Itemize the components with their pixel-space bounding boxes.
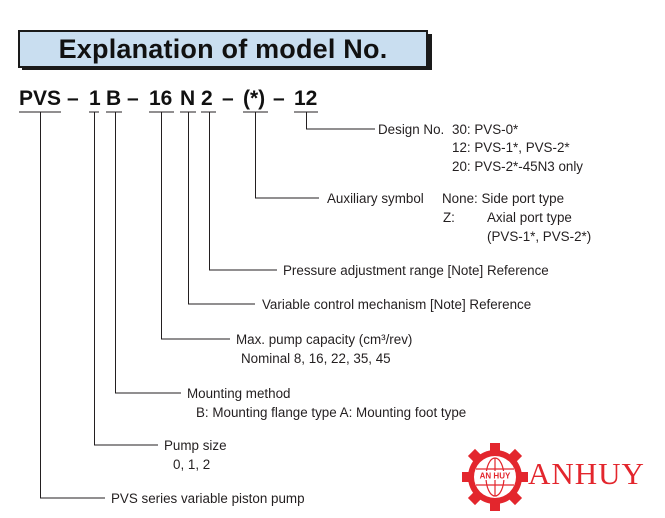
- label-aux-z-models: (PVS-1*, PVS-2*): [487, 229, 592, 244]
- label-series: PVS series variable piston pump: [111, 491, 305, 506]
- label-aux-none: None: Side port type: [442, 191, 565, 206]
- code-design: 12: [294, 87, 318, 110]
- label-pressure-range: Pressure adjustment range [Note] Referen…: [283, 263, 549, 278]
- label-pump-size-values: 0, 1, 2: [173, 457, 211, 472]
- label-mounting-options: B: Mounting flange type A: Mounting foot…: [196, 405, 467, 420]
- code-dash: –: [127, 87, 139, 110]
- leader-capacity: [161, 112, 230, 340]
- label-pump-size: Pump size: [164, 438, 227, 453]
- label-design-no: Design No.: [378, 122, 445, 137]
- leader-auxiliary: [255, 112, 319, 199]
- title-banner: Explanation of model No.: [18, 30, 435, 72]
- page-title: Explanation of model No.: [18, 30, 428, 68]
- code-dash: –: [222, 87, 234, 110]
- leader-pressure: [209, 112, 277, 271]
- label-variable-control: Variable control mechanism [Note] Refere…: [262, 297, 532, 312]
- code-dash: –: [273, 87, 285, 110]
- code-auxiliary: (*): [243, 87, 266, 110]
- label-design-30: 30: PVS-0*: [452, 122, 519, 137]
- code-series: PVS: [19, 87, 62, 110]
- code-pump-size: 1: [89, 87, 101, 110]
- code-capacity: 16: [149, 87, 173, 110]
- label-max-capacity: Max. pump capacity (cm³/rev): [236, 332, 413, 347]
- leader-design: [306, 112, 375, 130]
- gear-globe-icon: AN HUY: [462, 443, 528, 511]
- logo-emblem-text: AN HUY: [480, 472, 511, 481]
- code-mounting: B: [106, 87, 122, 110]
- leader-mounting: [115, 112, 181, 394]
- code-dash: –: [67, 87, 79, 110]
- label-design-12: 12: PVS-1*, PVS-2*: [452, 140, 570, 155]
- leader-series: [40, 112, 105, 499]
- label-design-20: 20: PVS-2*-45N3 only: [452, 159, 584, 174]
- leader-control: [188, 112, 255, 305]
- label-aux-z: Z:: [443, 210, 455, 225]
- label-aux-z-desc: Axial port type: [487, 210, 572, 225]
- code-control: N: [180, 87, 196, 110]
- leader-size: [94, 112, 158, 446]
- label-aux-symbol: Auxiliary symbol: [327, 191, 424, 206]
- code-pressure: 2: [201, 87, 213, 110]
- logo-brand-text: ANHUY: [528, 456, 645, 491]
- brand-logo: AN HUY: [462, 441, 660, 513]
- label-nominal: Nominal 8, 16, 22, 35, 45: [241, 351, 391, 366]
- label-mounting: Mounting method: [187, 386, 291, 401]
